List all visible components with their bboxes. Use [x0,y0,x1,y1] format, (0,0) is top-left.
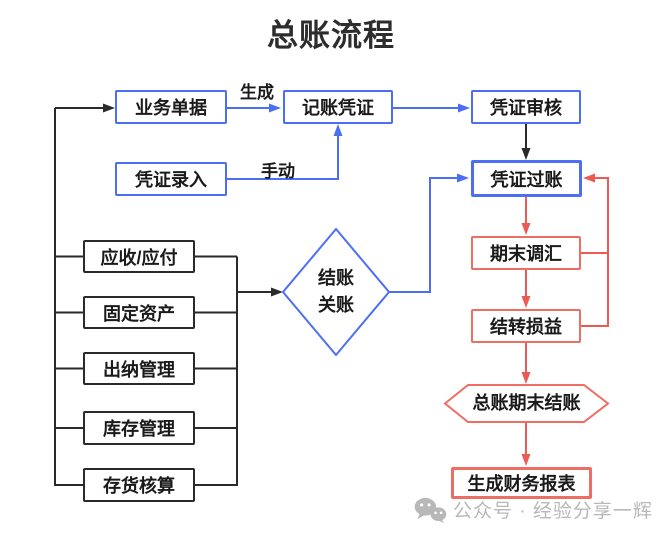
arrowhead [271,287,283,297]
arrowhead [583,173,595,183]
arrowhead [521,296,531,308]
node-label: 库存管理 [103,419,175,439]
arrowhead [521,372,531,384]
node-business-documents: 业务单据 [115,90,227,124]
node-cashier-management: 出纳管理 [83,352,195,385]
node-label: 结账 [318,268,354,288]
edge-left-stubs [55,255,83,429]
node-label: 记账凭证 [302,98,374,118]
edge-label-manual: 手动 [261,162,295,181]
page-title: 总账流程 [267,18,395,53]
edge-diamond-to-posting [389,177,457,293]
arrowhead [457,173,469,183]
node-generate-financial-reports: 生成财务报表 [451,467,592,499]
edge-right-rail [195,255,238,486]
node-ar-ap: 应收/应付 [83,240,195,273]
edge-feedback-loop [581,177,609,327]
node-label: 凭证过账 [490,169,563,190]
node-label: 结转损益 [490,317,562,337]
node-inventory-accounting: 存货核算 [83,468,195,502]
watermark: 公众号 · 经验分享一辉 [413,496,653,523]
node-label: 应收/应付 [100,247,178,268]
node-label: 业务单据 [135,98,207,118]
node-voucher-review: 凭证审核 [471,90,581,124]
arrowhead [269,103,281,113]
arrowhead [458,103,470,113]
node-label: 总账期末结账 [472,393,581,413]
node-label: 凭证录入 [135,170,207,190]
node-closing-decision: 结账 关账 [283,265,389,319]
node-label: 生成财务报表 [467,474,576,494]
watermark-text: 公众号 · 经验分享一辉 [453,501,653,522]
edge-entry-to-voucher [227,136,339,180]
arrowhead [521,454,531,466]
node-carry-forward-profit-loss: 结转损益 [471,309,581,343]
edge-label-generate: 生成 [240,83,274,102]
arrowhead [521,148,531,160]
node-label: 期末调汇 [490,244,562,264]
node-label: 凭证审核 [490,98,562,118]
node-voucher-posting: 凭证过账 [471,160,582,197]
node-label: 关账 [318,295,354,315]
edge-left-rail [54,108,83,486]
node-label: 存货核算 [103,476,175,496]
gl-period-end-hexagon [443,384,610,423]
node-gl-period-end-closing: 总账期末结账 [445,385,608,422]
arrowhead [333,124,343,136]
wechat-icon [414,497,447,523]
closing-decision-diamond [281,227,391,357]
node-label: 出纳管理 [103,359,175,380]
node-period-end-fx-adjustment: 期末调汇 [471,236,581,270]
node-inventory-management: 库存管理 [83,411,195,445]
node-fixed-assets: 固定资产 [83,296,195,329]
arrowhead [103,103,115,113]
node-voucher-entry: 凭证录入 [115,162,227,196]
node-label: 固定资产 [103,303,175,324]
arrowhead [521,223,531,235]
node-bookkeeping-voucher: 记账凭证 [283,90,393,124]
